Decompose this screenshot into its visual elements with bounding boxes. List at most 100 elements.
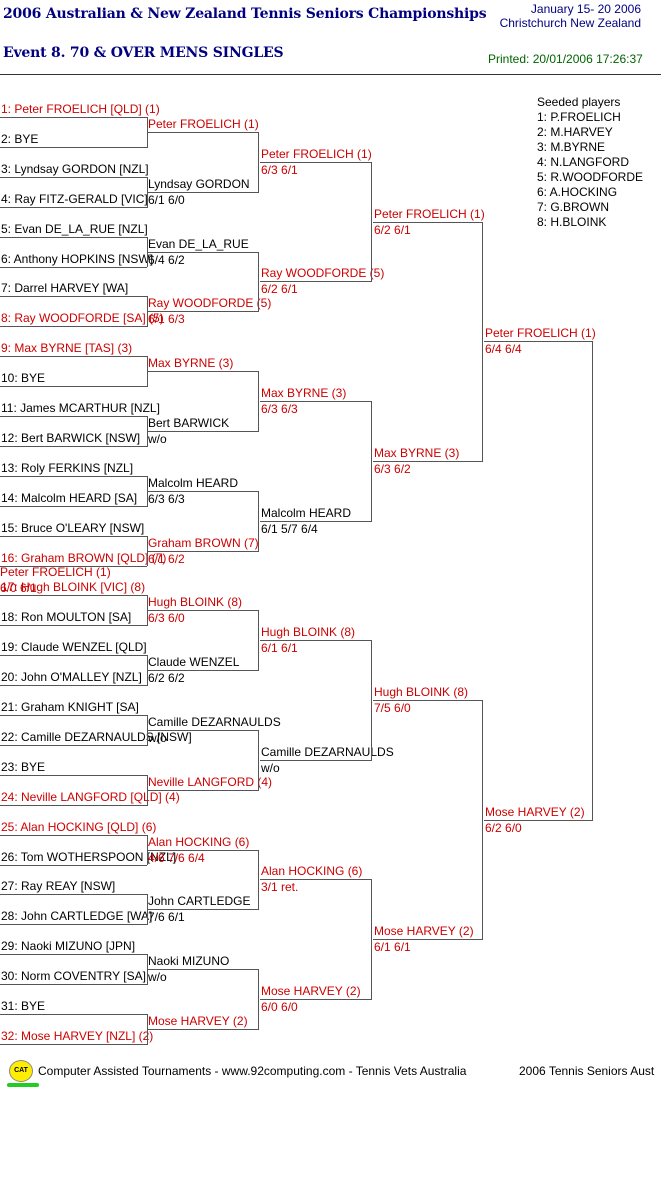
bracket-line (0, 356, 147, 358)
match-score: w/o (148, 730, 167, 745)
draw-entry: 3: Lyndsay GORDON [NZL] (1, 161, 149, 176)
bracket-line (371, 879, 372, 1001)
bracket-line (258, 969, 259, 1030)
bracket-line (258, 131, 259, 193)
bracket-line (0, 744, 147, 746)
winner-name: Graham BROWN (7) (148, 535, 259, 550)
winner-name: Peter FROELICH (1) (148, 116, 259, 131)
winner-name: Neville LANGFORD (4) (148, 774, 273, 789)
draw-entry: 7: Darrel HARVEY [WA] (1, 281, 129, 296)
match-score: 6/3 6/3 (148, 491, 185, 506)
bracket-line (258, 610, 259, 672)
draw-entry: 6: Anthony HOPKINS [NSW] (1, 251, 154, 266)
match-score: 6/1 6/0 (148, 192, 185, 207)
winner-name: John CARTLEDGE (148, 894, 251, 909)
location-text: Christchurch New Zealand (499, 16, 641, 30)
bracket-line (260, 640, 371, 642)
winner-name: Camille DEZARNAULDS (148, 714, 281, 729)
winner-name: Ray WOODFORDE (5) (261, 266, 385, 281)
bracket-line (147, 131, 258, 133)
bracket-line (0, 864, 147, 866)
seed-entry: 1: P.FROELICH (537, 110, 621, 124)
footer-credit: Computer Assisted Tournaments - www.92co… (38, 1064, 467, 1078)
bracket-line (0, 715, 147, 716)
winner-name: Claude WENZEL (148, 655, 240, 670)
draw-entry: 8: Ray WOODFORDE [SA] (5) (1, 311, 164, 326)
bracket-line (592, 341, 593, 821)
winner-name: Peter FROELICH (1) (261, 146, 372, 161)
bracket-line (147, 430, 258, 432)
match-score: 6/1 6/1 (374, 940, 411, 955)
bracket-line (147, 909, 258, 911)
match-score: w/o (148, 431, 167, 446)
winner-name: Max BYRNE (3) (374, 445, 460, 460)
winner-name: Malcolm HEARD (148, 475, 239, 490)
bracket-line (484, 819, 592, 821)
winner-name: Peter FROELICH (1) (485, 326, 596, 341)
match-score: 6/0 6/1 (0, 581, 37, 596)
winner-name: Hugh BLOINK (8) (374, 685, 469, 700)
bracket-line (147, 550, 258, 552)
bracket-line (373, 700, 482, 702)
draw-entry: 5: Evan DE_LA_RUE [NZL] (1, 221, 148, 236)
bracket-line (147, 490, 258, 492)
winner-name: Hugh BLOINK (8) (148, 595, 243, 610)
winner-name: Lyndsay GORDON (148, 176, 250, 191)
cat-logo: CAT (9, 1060, 33, 1082)
winner-name: Camille DEZARNAULDS (261, 744, 394, 759)
bracket-line (0, 954, 147, 956)
bracket-line (147, 191, 258, 193)
draw-entry: 12: Bert BARWICK [NSW] (1, 430, 141, 445)
winner-name: Bert BARWICK (148, 415, 230, 430)
bracket-line (147, 729, 258, 731)
bracket-line (147, 849, 258, 851)
event-dates: January 15- 20 2006 Christchurch New Zea… (500, 2, 641, 30)
draw-entry: 28: John CARTLEDGE [WA] (1, 909, 153, 924)
seed-entry: 5: R.WOODFORDE (537, 170, 644, 184)
draw-entry: 24: Neville LANGFORD [QLD] (4) (1, 789, 180, 804)
bracket-line (0, 535, 147, 537)
bracket-line (147, 789, 258, 791)
bracket-line (147, 1028, 258, 1030)
bracket-line (0, 595, 147, 597)
draw-entry: 21: Graham KNIGHT [SA] (1, 700, 139, 714)
draw-entry: 23: BYE (1, 759, 46, 774)
seed-entry: 7: G.BROWN (537, 200, 610, 214)
bracket-line (260, 520, 371, 522)
match-score: 6/4 6/4 (485, 342, 522, 357)
draw-entry: 26: Tom WOTHERSPOON [NZL] (1, 849, 177, 864)
bracket-line (371, 401, 372, 522)
draw-entry: 1: Peter FROELICH [QLD] (1) (1, 102, 160, 116)
match-score: 6/3 6/2 (374, 461, 411, 476)
match-score: 7/5 6/0 (374, 701, 411, 716)
draw-entry: 30: Norm COVENTRY [SA] (1, 969, 146, 984)
bracket-line (147, 251, 258, 253)
winner-name: Max BYRNE (3) (148, 356, 234, 371)
match-score: 6/3 6/0 (148, 611, 185, 626)
winner-name: Mose HARVEY (2) (374, 924, 474, 939)
bracket-line (482, 221, 483, 462)
bracket-line (371, 161, 372, 283)
draw-entry: 27: Ray REAY [NSW] (1, 879, 116, 894)
winner-name: Hugh BLOINK (8) (261, 625, 356, 640)
bracket-line (0, 505, 147, 507)
draw-entry: 25: Alan HOCKING [QLD] (6) (1, 819, 157, 834)
bracket-line (0, 774, 147, 776)
bracket-line (0, 625, 147, 627)
match-score: 6/4 6/2 (148, 252, 185, 267)
match-score: 6/2 6/1 (261, 282, 298, 297)
bracket-line (0, 416, 147, 417)
bracket-line (147, 610, 258, 612)
championship-title: 2006 Australian & New Zealand Tennis Sen… (3, 6, 487, 22)
bracket-line (0, 206, 147, 208)
bracket-line (0, 445, 147, 447)
bracket-line (260, 759, 371, 761)
bracket-line (0, 1043, 147, 1045)
match-score: 6/1 6/1 (261, 641, 298, 656)
bracket-line (0, 804, 147, 806)
footer-tournament: 2006 Tennis Seniors Aust (519, 1064, 655, 1078)
cat-logo-underline (7, 1083, 39, 1087)
winner-name: Mose HARVEY (2) (148, 1013, 248, 1028)
match-score: 6/1 6/2 (148, 551, 185, 566)
